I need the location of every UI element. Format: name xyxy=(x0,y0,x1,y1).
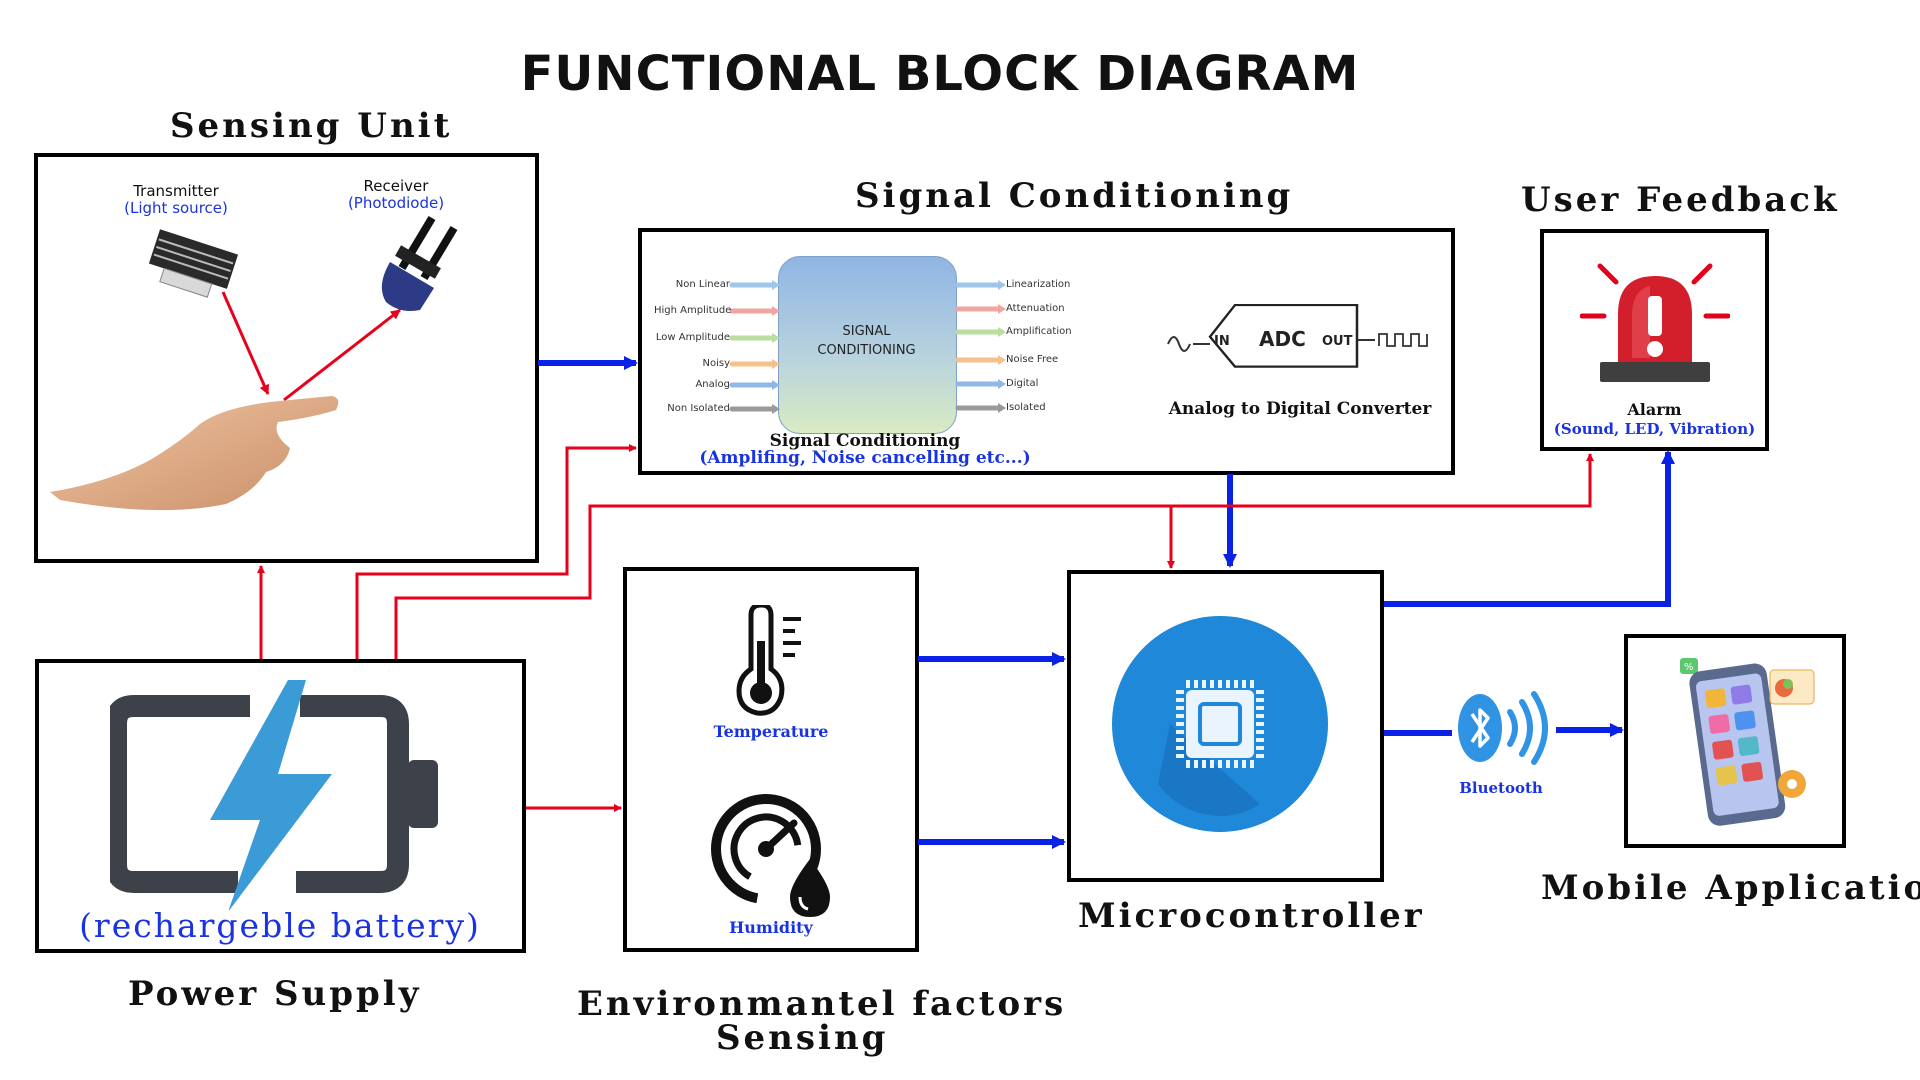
microcontroller-heading: Microcontroller xyxy=(1078,896,1425,936)
sc-input-label: Non Linear xyxy=(675,279,730,290)
sc-output-label: Linearization xyxy=(1006,279,1071,290)
temperature-label: Temperature xyxy=(713,722,829,741)
power-supply-heading: Power Supply xyxy=(128,974,422,1014)
alarm-icon xyxy=(1580,263,1730,382)
page-title: FUNCTIONAL BLOCK DIAGRAM xyxy=(520,46,1360,102)
adc-icon xyxy=(1167,303,1428,368)
thermometer-icon xyxy=(736,605,801,716)
finger-hand-icon xyxy=(50,396,339,511)
power-to-mcu-and-feedback-arrow xyxy=(394,453,1594,659)
signal-conditioning-caption-sub: (Amplifing, Noise cancelling etc...) xyxy=(699,448,1031,468)
alarm-label: Alarm xyxy=(1627,400,1682,419)
adc-label: ADC xyxy=(1259,327,1306,351)
sc-input-label: Analog xyxy=(695,379,730,390)
sc-input-label: High Amplitude xyxy=(654,305,732,316)
bluetooth-label: Bluetooth xyxy=(1459,779,1543,797)
humidity-gauge-icon xyxy=(711,794,830,917)
arrow-mcu-to-feedback xyxy=(1384,450,1675,607)
adc-out-label: OUT xyxy=(1322,334,1353,349)
signal-conditioning-caption: Signal Conditioning xyxy=(769,431,961,451)
sc-output-label: Noise Free xyxy=(1006,354,1059,365)
alarm-sublabel: (Sound, LED, Vibration) xyxy=(1553,420,1756,438)
adc-caption: Analog to Digital Converter xyxy=(1168,399,1432,419)
sensing-unit-box xyxy=(34,153,539,563)
bluetooth-icon xyxy=(1458,691,1548,765)
environment-heading-line1: Environmantel factors xyxy=(577,984,1067,1024)
signal-conditioning-block-label: SIGNAL CONDITIONING xyxy=(817,324,916,358)
signal-conditioning-heading: Signal Conditioning xyxy=(855,176,1294,216)
sc-output-label: Amplification xyxy=(1006,326,1072,337)
mobile-app-icon: % xyxy=(1680,658,1815,826)
transmitter-icon xyxy=(148,229,239,298)
sensing-illustration xyxy=(50,215,458,511)
svg-text:%: % xyxy=(1684,662,1694,673)
sc-input-label: Non Isolated xyxy=(667,403,730,414)
transmitter-label: Transmitter xyxy=(133,182,219,200)
sc-input-label: Low Amplitude xyxy=(655,332,730,343)
transmitter-sublabel: (Light source) xyxy=(124,199,228,217)
signal-conditioning-arrows xyxy=(729,280,1006,414)
humidity-label: Humidity xyxy=(729,918,813,937)
sc-input-label: Noisy xyxy=(702,358,730,369)
environment-heading-line2: Sensing xyxy=(716,1018,889,1058)
receiver-sublabel: (Photodiode) xyxy=(347,194,445,212)
user-feedback-heading: User Feedback xyxy=(1521,180,1840,220)
microcontroller-chip-icon xyxy=(1112,616,1328,832)
adc-in-label: IN xyxy=(1214,334,1230,349)
power-to-conditioning-arrow xyxy=(355,444,637,659)
photodiode-icon xyxy=(381,215,458,311)
battery-charging-icon xyxy=(110,680,438,910)
signal-conditioning-block xyxy=(778,256,957,434)
sc-output-label: Attenuation xyxy=(1006,303,1065,314)
sensing-unit-heading: Sensing Unit xyxy=(170,106,453,146)
sc-output-label: Digital xyxy=(1006,378,1039,389)
receiver-label: Receiver xyxy=(363,177,429,195)
mobile-application-heading: Mobile Application xyxy=(1541,868,1920,908)
sc-output-label: Isolated xyxy=(1006,402,1046,413)
battery-label: (rechargeble battery) xyxy=(79,906,481,945)
